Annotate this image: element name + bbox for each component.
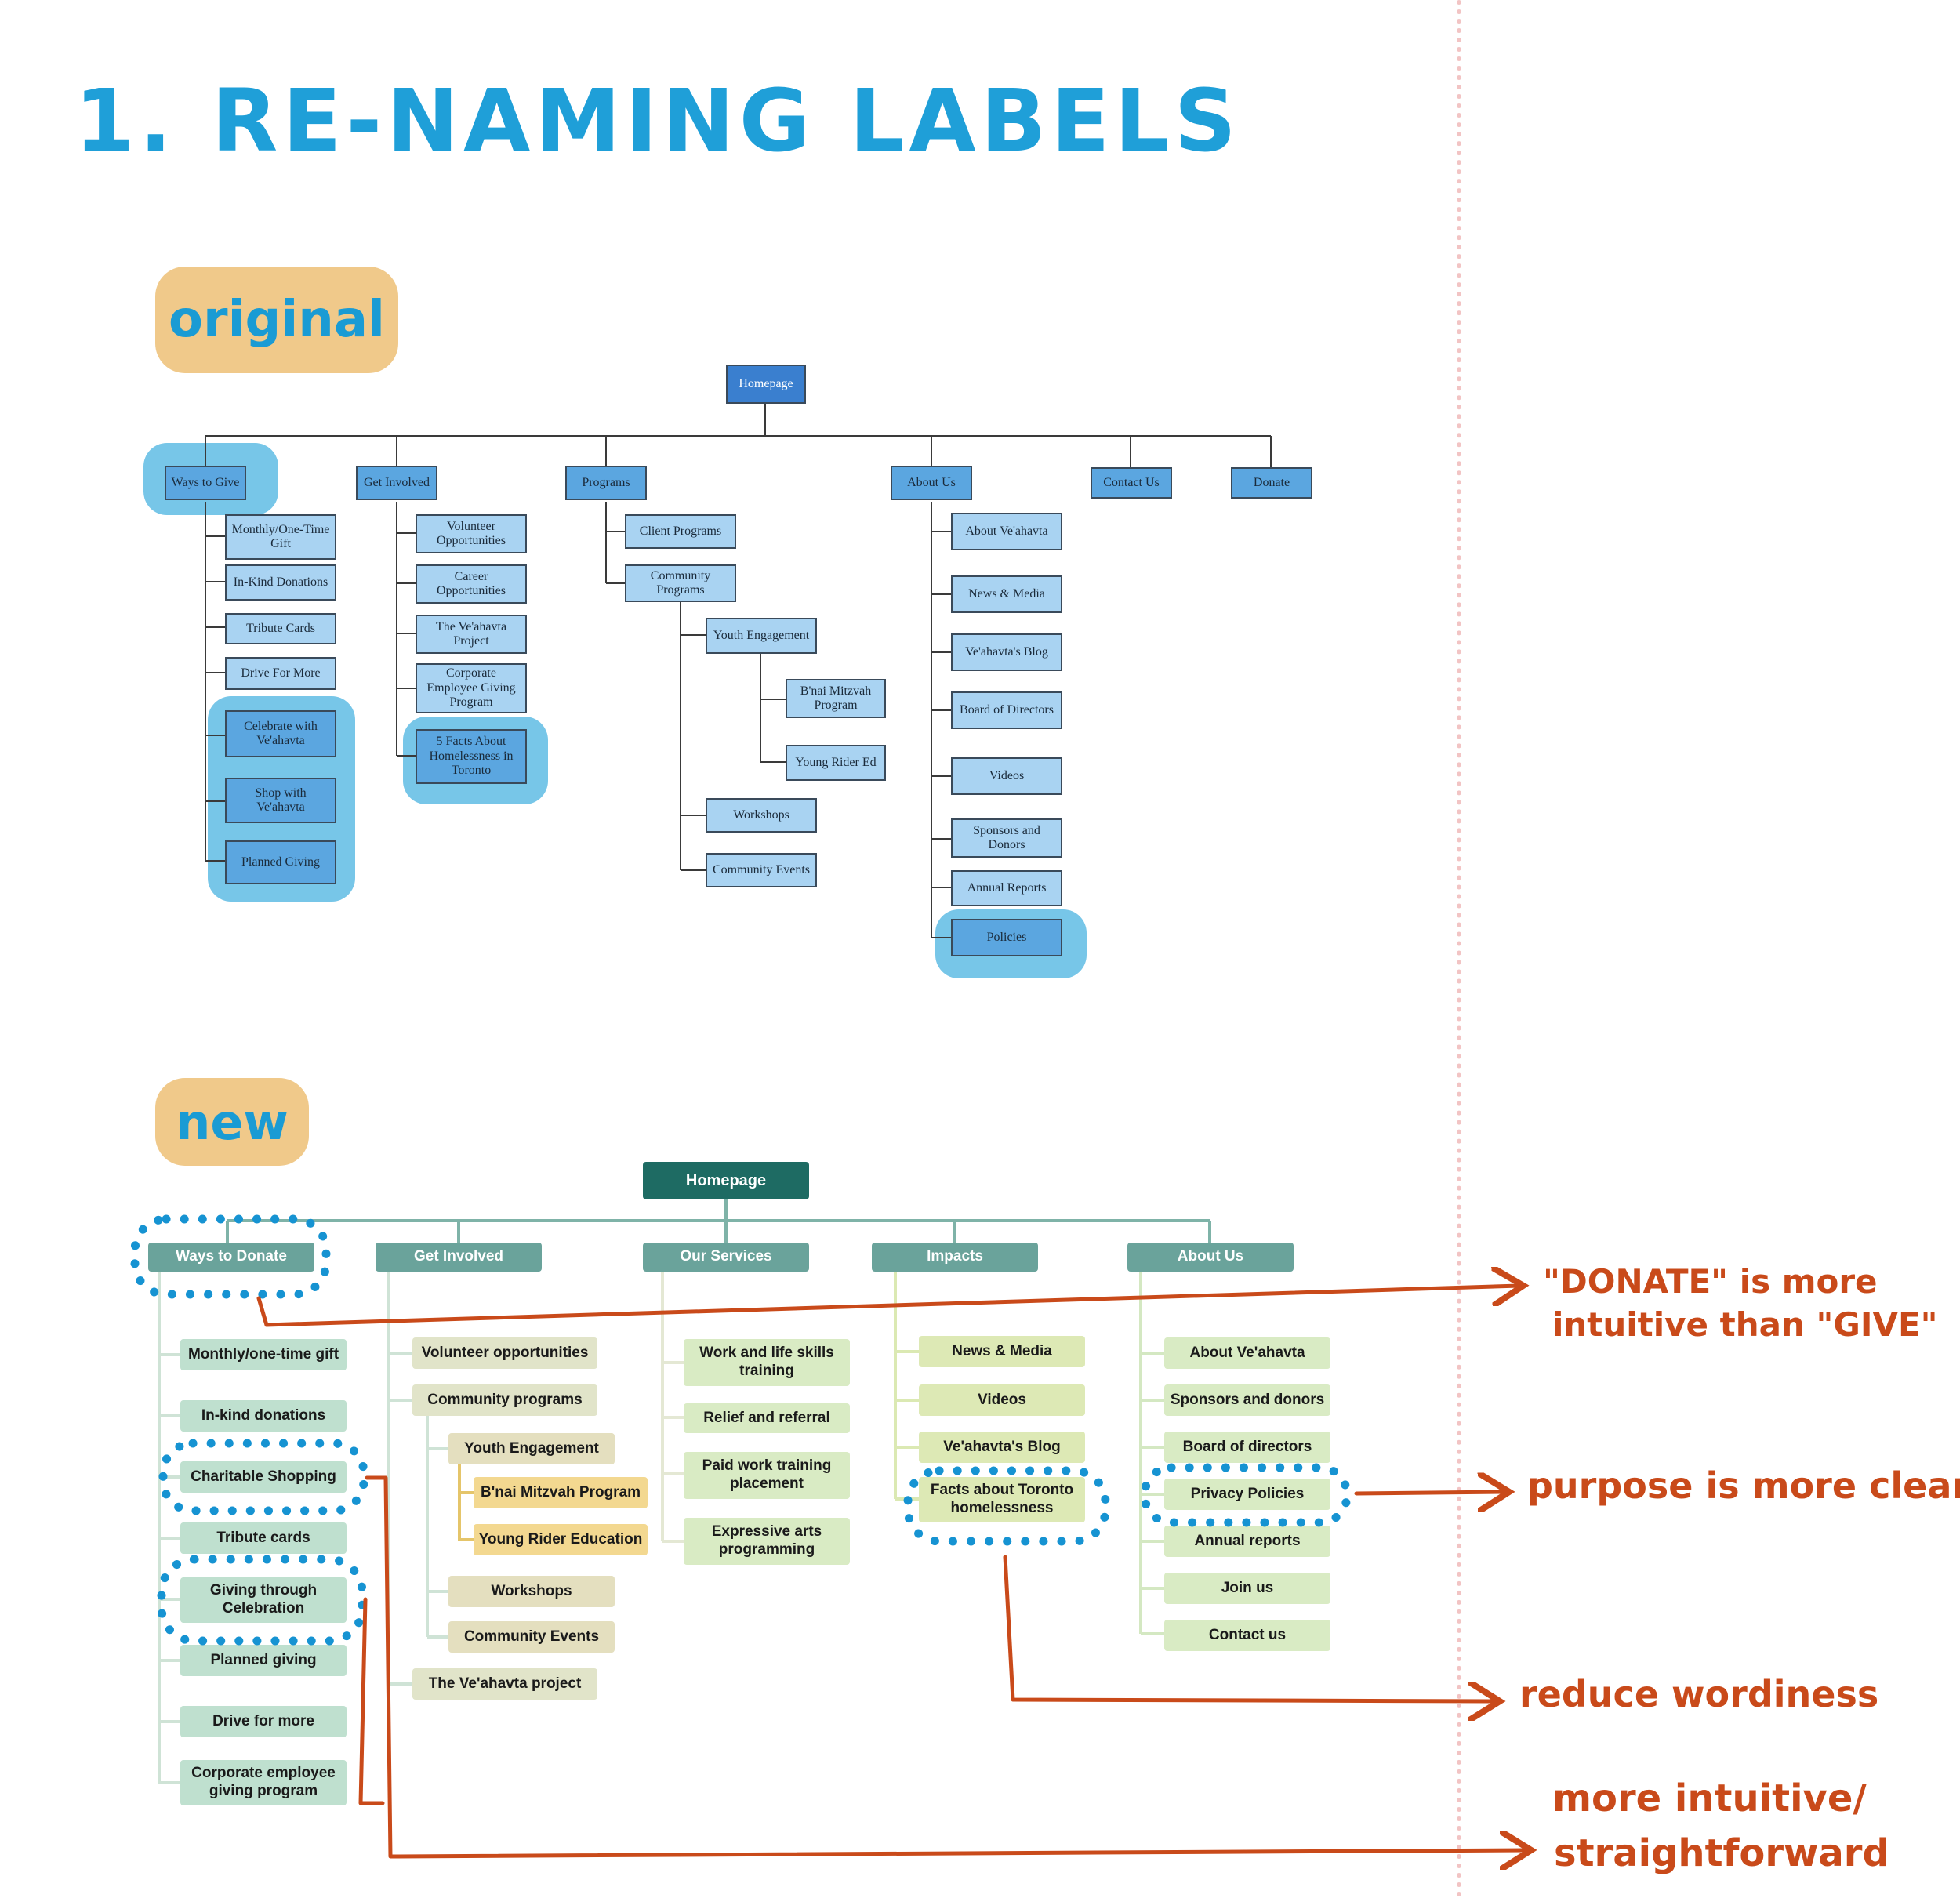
orig-community-item: Community Events: [706, 853, 817, 887]
note-donate-line2: intuitive than "GIVE": [1552, 1305, 1938, 1344]
orig-community-item: Youth Engagement: [706, 618, 817, 654]
new-donate-item: Charitable Shopping: [180, 1461, 347, 1493]
new-donate-item: Corporate employee giving program: [180, 1760, 347, 1805]
new-services-item: Relief and referral: [684, 1403, 850, 1433]
orig-about-item: Annual Reports: [951, 870, 1062, 906]
orig-involved-item: Volunteer Opportunities: [416, 514, 527, 553]
orig-involved-item: Career Opportunities: [416, 564, 527, 604]
orig-involved-item: Corporate Employee Giving Program: [416, 663, 527, 713]
new-about-us: About Us: [1127, 1243, 1294, 1272]
orig-involved-item: 5 Facts About Homelessness in Toronto: [416, 729, 527, 784]
new-about-item: Board of directors: [1164, 1432, 1330, 1463]
orig-ways-to-give: Ways to Give: [165, 466, 246, 500]
orig-give-item: In-Kind Donations: [225, 564, 336, 601]
orig-involved-item: The Ve'ahavta Project: [416, 615, 527, 654]
new-homepage: Homepage: [643, 1162, 809, 1199]
note-wordiness: reduce wordiness: [1519, 1673, 1879, 1715]
note-intuitive-line1: more intuitive/: [1552, 1776, 1867, 1820]
orig-program-item: Community Programs: [625, 564, 736, 602]
orig-about-item: Sponsors and Donors: [951, 818, 1062, 858]
new-impacts: Impacts: [872, 1243, 1038, 1272]
new-about-item: Privacy Policies: [1164, 1479, 1330, 1510]
orig-get-involved: Get Involved: [356, 466, 437, 500]
new-our-services: Our Services: [643, 1243, 809, 1272]
new-services-item: Paid work training placement: [684, 1452, 850, 1499]
new-donate-item: In-kind donations: [180, 1400, 347, 1432]
new-youth-item: B'nai Mitzvah Program: [474, 1477, 648, 1508]
new-about-item: Sponsors and donors: [1164, 1384, 1330, 1416]
new-services-item: Expressive arts programming: [684, 1518, 850, 1565]
orig-donate: Donate: [1231, 467, 1312, 499]
new-involved-item: Volunteer opportunities: [412, 1337, 597, 1369]
orig-about-item: News & Media: [951, 575, 1062, 613]
note-donate-line1: "DONATE" is more: [1543, 1262, 1878, 1301]
new-youth-item: Young Rider Education: [474, 1524, 648, 1555]
orig-about-item: Policies: [951, 919, 1062, 956]
new-impacts-item: Ve'ahavta's Blog: [919, 1432, 1085, 1463]
new-donate-item: Drive for more: [180, 1706, 347, 1737]
page-divider: [1457, 0, 1461, 1898]
new-impacts-item: News & Media: [919, 1336, 1085, 1367]
new-get-involved: Get Involved: [376, 1243, 542, 1272]
new-donate-item: Planned giving: [180, 1645, 347, 1676]
new-ways-to-donate: Ways to Donate: [148, 1243, 314, 1272]
new-services-item: Work and life skills training: [684, 1339, 850, 1386]
orig-program-item: Client Programs: [625, 514, 736, 549]
new-involved-item: The Ve'ahavta project: [412, 1668, 597, 1700]
orig-programs: Programs: [565, 466, 647, 500]
orig-about-item: Videos: [951, 757, 1062, 795]
note-intuitive-line2: straightforward: [1554, 1831, 1889, 1875]
orig-youth-item: B'nai Mitzvah Program: [786, 679, 886, 718]
new-about-item: Annual reports: [1164, 1526, 1330, 1557]
orig-give-item: Planned Giving: [225, 840, 336, 884]
orig-about-item: Ve'ahavta's Blog: [951, 633, 1062, 671]
orig-give-item: Shop with Ve'ahavta: [225, 778, 336, 823]
orig-give-item: Celebrate with Ve'ahavta: [225, 710, 336, 757]
orig-give-item: Monthly/One-Time Gift: [225, 514, 336, 560]
orig-homepage: Homepage: [726, 365, 806, 404]
original-tag: original: [155, 267, 398, 373]
new-impacts-item: Facts about Toronto homelessness: [919, 1477, 1085, 1522]
new-community-item: Youth Engagement: [448, 1433, 615, 1464]
orig-about-item: About Ve'ahavta: [951, 513, 1062, 550]
new-donate-item: Giving through Celebration: [180, 1577, 347, 1623]
new-about-item: Contact us: [1164, 1620, 1330, 1651]
new-impacts-item: Videos: [919, 1384, 1085, 1416]
orig-about-us: About Us: [891, 466, 972, 500]
new-community-item: Workshops: [448, 1576, 615, 1607]
new-involved-item: Community programs: [412, 1384, 597, 1416]
note-purpose: purpose is more clear: [1527, 1464, 1960, 1507]
new-about-item: About Ve'ahavta: [1164, 1337, 1330, 1369]
orig-give-item: Tribute Cards: [225, 613, 336, 644]
orig-give-item: Drive For More: [225, 657, 336, 690]
new-about-item: Join us: [1164, 1573, 1330, 1604]
page-title: 1. RE-NAMING LABELS: [74, 71, 1241, 171]
orig-youth-item: Young Rider Ed: [786, 745, 886, 781]
orig-about-item: Board of Directors: [951, 691, 1062, 729]
new-donate-item: Tribute cards: [180, 1522, 347, 1554]
orig-community-item: Workshops: [706, 798, 817, 833]
orig-contact-us: Contact Us: [1091, 467, 1172, 499]
new-tag: new: [155, 1078, 309, 1166]
new-community-item: Community Events: [448, 1621, 615, 1653]
new-donate-item: Monthly/one-time gift: [180, 1339, 347, 1370]
